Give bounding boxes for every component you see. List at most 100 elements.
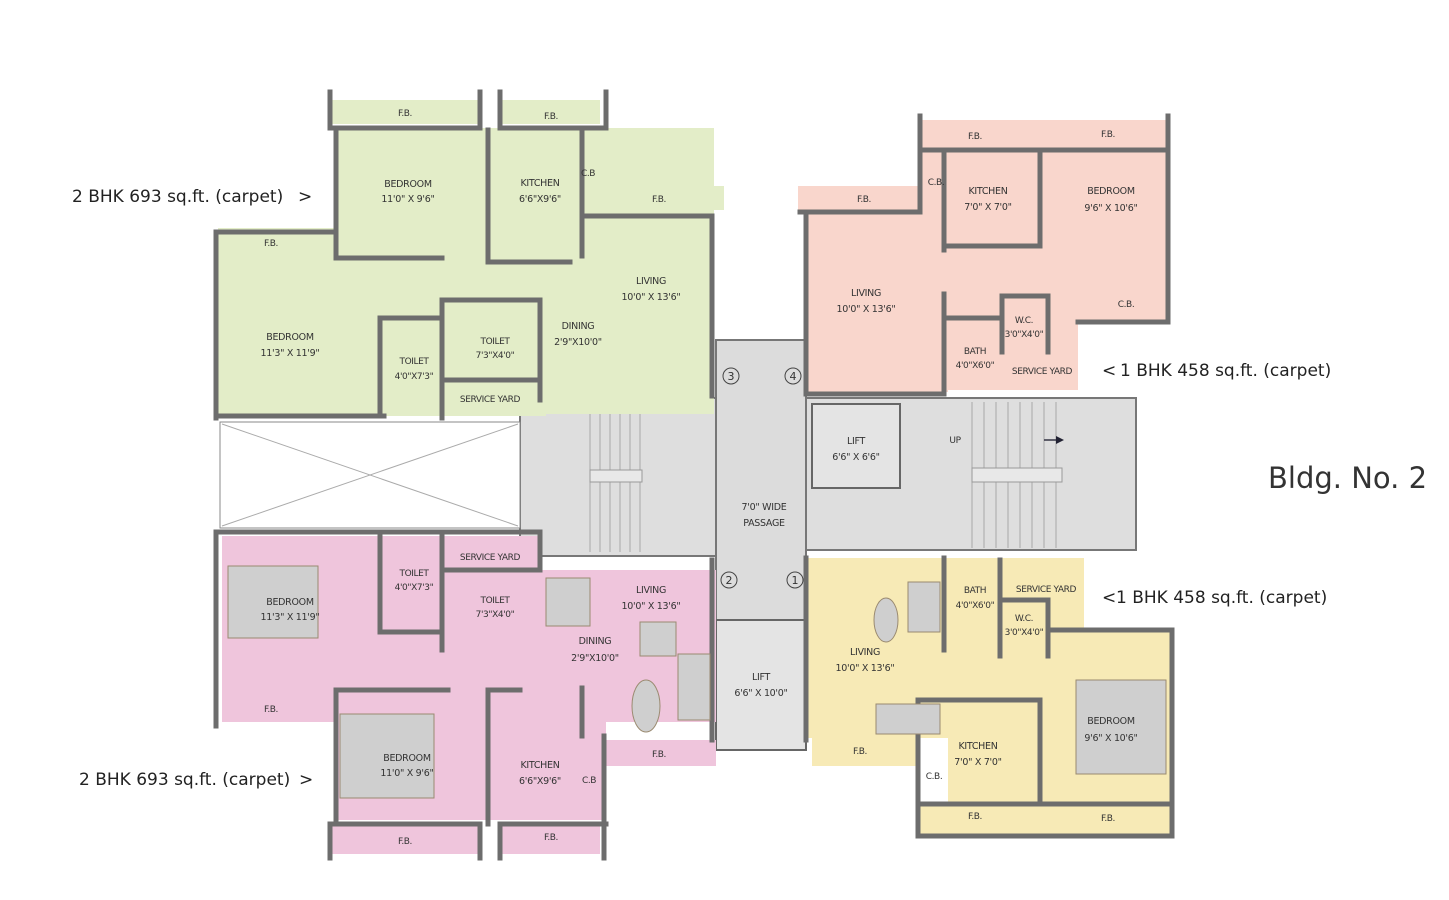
bl-dining-name: DINING	[579, 636, 612, 647]
unit-1bhk-top: F.B. F.B. F.B. C.B. C.B. KITCHEN 7'0" X …	[797, 113, 1171, 397]
br-wc-name: W.C.	[1015, 614, 1033, 624]
tl-bedroom2-size: 11'3" X 11'9"	[261, 348, 320, 359]
br-bath-name: BATH	[964, 586, 986, 596]
label-2bhk-bottom: 2 BHK 693 sq.ft. (carpet)	[79, 770, 290, 790]
lift-bottom	[715, 619, 807, 751]
tr-service-yard: SERVICE YARD	[1012, 367, 1073, 377]
tl-toilet1-size: 4'0"X7'3"	[395, 372, 434, 382]
bl-toilet2-size: 7'3"X4'0"	[476, 610, 515, 620]
tl-service-yard: SERVICE YARD	[460, 395, 521, 405]
br-living-size: 10'0" X 13'6"	[836, 663, 895, 674]
br-bedroom-name: BEDROOM	[1087, 716, 1135, 727]
stair-up-label: UP	[949, 436, 961, 446]
tr-wc-name: W.C.	[1015, 316, 1033, 326]
core-labels: 3 4 2 1 LIFT 6'6" X 6'6" LIFT 6'6" X 10'…	[720, 367, 962, 699]
tl-toilet1-name: TOILET	[398, 357, 429, 367]
bl-dining-size: 2'9"X10'0"	[571, 653, 619, 664]
unit-labels: 2 BHK 693 sq.ft. (carpet) > 2 BHK 693 sq…	[72, 187, 1427, 790]
bl-bedroom1-name: BEDROOM	[266, 597, 314, 608]
br-wc-size: 3'0"X4'0"	[1005, 628, 1044, 638]
bl-fb4: F.B.	[544, 833, 558, 843]
tr-fb2: F.B.	[1101, 130, 1115, 140]
label-1bhk-top: 1 BHK 458 sq.ft. (carpet)	[1120, 361, 1331, 381]
bl-kitchen-name: KITCHEN	[520, 760, 559, 771]
lift-bottom-name: LIFT	[752, 672, 770, 683]
bl-living-size: 10'0" X 13'6"	[622, 601, 681, 612]
lift-top-name: LIFT	[847, 436, 865, 447]
br-living-name: LIVING	[850, 647, 880, 658]
tr-cb2: C.B.	[1118, 300, 1135, 310]
stair-treads-right	[971, 402, 1064, 548]
bl-living-name: LIVING	[636, 585, 666, 596]
tl-dining-size: 2'9"X10'0"	[554, 337, 602, 348]
tr-bedroom-name: BEDROOM	[1087, 186, 1135, 197]
br-fb3: F.B.	[1101, 814, 1115, 824]
tr-bedroom-size: 9'6" X 10'6"	[1084, 203, 1137, 214]
core-number-3: 3	[728, 370, 735, 383]
tr-bath-size: 4'0"X6'0"	[956, 361, 995, 371]
tr-living-name: LIVING	[851, 288, 881, 299]
bl-service-yard: SERVICE YARD	[460, 553, 521, 563]
arrow-1bhk-bottom: <	[1102, 588, 1116, 608]
building-title: Bldg. No. 2	[1268, 461, 1427, 495]
tl-dining-name: DINING	[562, 321, 595, 332]
unit-1bhk-bottom: BATH 4'0"X6'0" SERVICE YARD W.C. 3'0"X4'…	[803, 555, 1175, 839]
br-fb2: F.B.	[968, 812, 982, 822]
passage-label-2: PASSAGE	[743, 518, 785, 529]
bl-fb2: F.B.	[652, 750, 666, 760]
br-kitchen-name: KITCHEN	[958, 741, 997, 752]
lift-bottom-size: 6'6" X 10'0"	[734, 688, 787, 699]
br-cb: C.B.	[926, 772, 943, 782]
unit-2bhk-bottom: SERVICE YARD BEDROOM 11'3" X 11'9" TOILE…	[213, 529, 716, 861]
arrow-2bhk-bottom: >	[299, 770, 313, 790]
tl-toilet2-name: TOILET	[479, 337, 510, 347]
arrow-2bhk-top: >	[298, 187, 312, 207]
tr-bath-name: BATH	[964, 347, 986, 357]
lift-top-size: 6'6" X 6'6"	[832, 452, 879, 463]
bl-fb1: F.B.	[264, 705, 278, 715]
tr-wc-size: 3'0"X4'0"	[1005, 330, 1044, 340]
tl-fb1: F.B.	[398, 109, 412, 119]
tr-fb3: F.B.	[857, 195, 871, 205]
bl-toilet1-name: TOILET	[398, 569, 429, 579]
core-number-4: 4	[790, 370, 797, 383]
br-bath-size: 4'0"X6'0"	[956, 601, 995, 611]
tl-bedroom2-name: BEDROOM	[266, 332, 314, 343]
unit-2bhk-top: F.B. F.B. F.B. F.B. BEDROOM 11'0" X 9'6"…	[213, 89, 724, 421]
label-1bhk-bottom: 1 BHK 458 sq.ft. (carpet)	[1116, 588, 1327, 608]
passage-label-1: 7'0" WIDE	[742, 502, 787, 513]
tl-cb: C.B	[581, 169, 595, 179]
tl-kitchen-name: KITCHEN	[520, 178, 559, 189]
bl-toilet2-name: TOILET	[479, 596, 510, 606]
tl-fb4: F.B.	[264, 239, 278, 249]
tr-kitchen-name: KITCHEN	[968, 186, 1007, 197]
br-bedroom-size: 9'6" X 10'6"	[1084, 733, 1137, 744]
arrow-1bhk-top: <	[1102, 361, 1116, 381]
tr-living-size: 10'0" X 13'6"	[837, 304, 896, 315]
tl-fb2: F.B.	[544, 112, 558, 122]
br-service-yard: SERVICE YARD	[1016, 585, 1077, 595]
open-void	[219, 421, 521, 529]
core-area	[519, 339, 1137, 751]
bl-fb3: F.B.	[398, 837, 412, 847]
lift-top	[811, 403, 901, 489]
tl-kitchen-size: 6'6"X9'6"	[519, 194, 561, 205]
tl-fb3: F.B.	[652, 195, 666, 205]
bl-kitchen-size: 6'6"X9'6"	[519, 776, 561, 787]
bl-toilet1-size: 4'0"X7'3"	[395, 583, 434, 593]
tr-cb1: C.B.	[928, 178, 945, 188]
core-number-2: 2	[726, 574, 733, 587]
tl-toilet2-size: 7'3"X4'0"	[476, 351, 515, 361]
tr-kitchen-size: 7'0" X 7'0"	[964, 202, 1011, 213]
bl-bedroom2-size: 11'0" X 9'6"	[380, 768, 433, 779]
tl-living-size: 10'0" X 13'6"	[622, 292, 681, 303]
stair-treads-left	[589, 400, 643, 552]
bl-bedroom2-name: BEDROOM	[383, 753, 431, 764]
tr-fb1: F.B.	[968, 132, 982, 142]
tl-bedroom1-size: 11'0" X 9'6"	[381, 194, 434, 205]
br-fb1: F.B.	[853, 747, 867, 757]
core-number-1: 1	[792, 574, 799, 587]
tl-bedroom1-name: BEDROOM	[384, 179, 432, 190]
tl-living-name: LIVING	[636, 276, 666, 287]
